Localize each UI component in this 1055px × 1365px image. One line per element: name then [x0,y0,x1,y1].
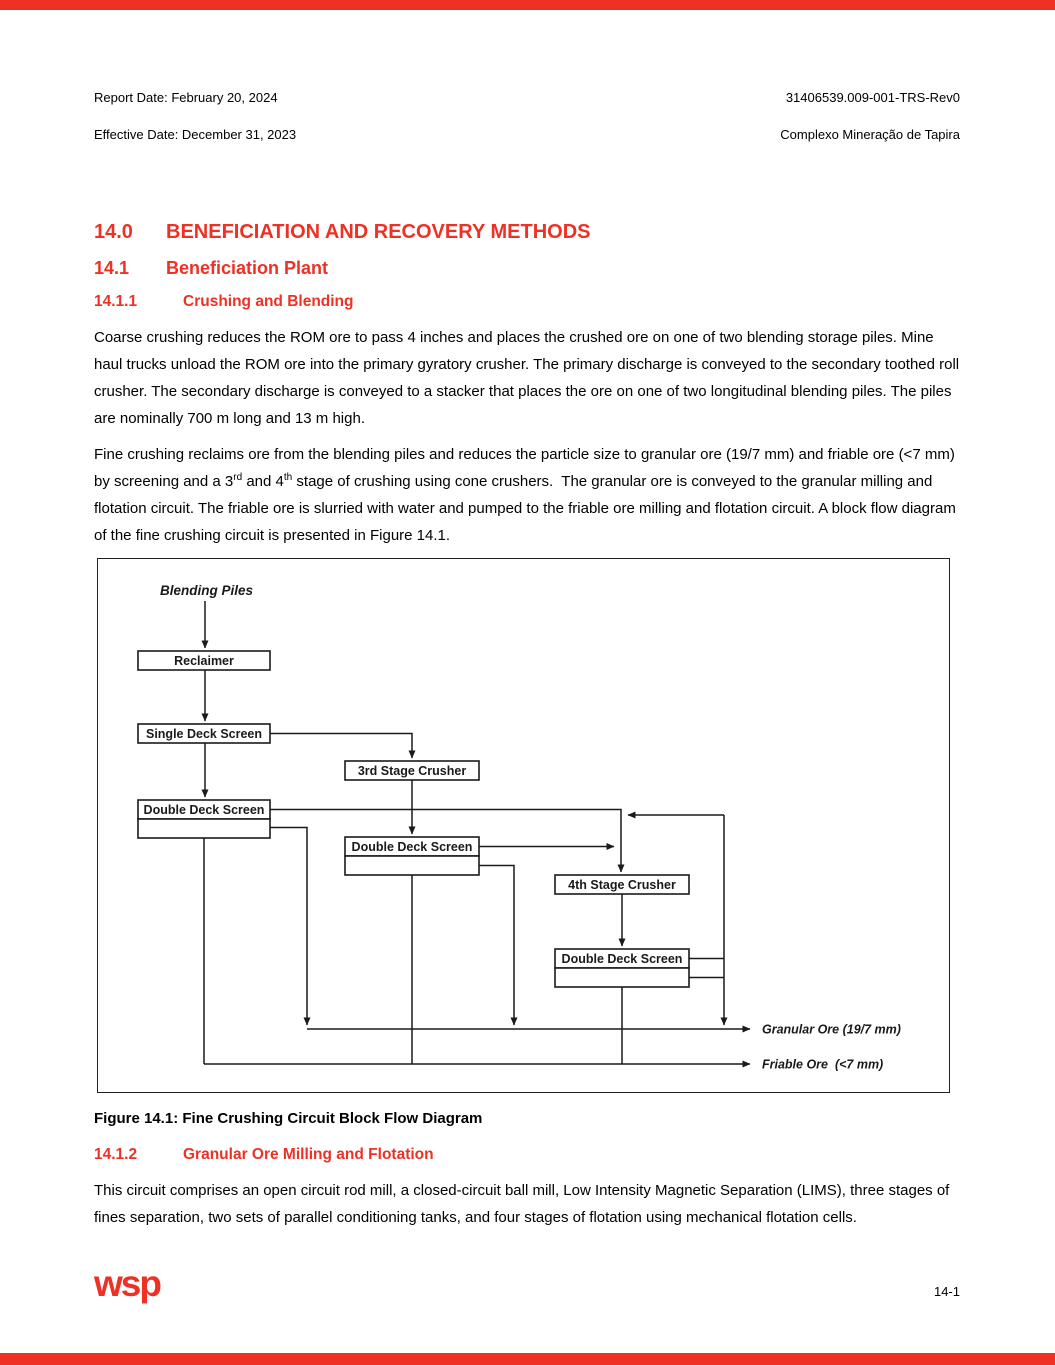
node-double-deck-screen-3: Double Deck Screen [554,948,690,988]
document-footer: wsp 14-1 [94,1263,960,1304]
superscript-rd: rd [233,472,243,483]
paragraph-granular-milling: This circuit comprises an open circuit r… [94,1182,954,1226]
header-row-1: Report Date: February 20, 2024 31406539.… [94,90,960,105]
section-number: 14.0 [94,221,133,243]
report-date: Report Date: February 20, 2024 [94,90,278,105]
section-number: 14.1 [94,258,130,278]
page-content: 14.0 BENEFICIATION AND RECOVERY METHODS 1… [94,220,960,1240]
superscript-th: th [283,472,293,483]
friable-ore-label: Friable Ore (<7 mm) [762,1058,883,1072]
flow-lines [201,601,751,1068]
double-deck-screen-2-lower-deck [344,855,480,876]
effective-date: Effective Date: December 31, 2023 [94,127,297,142]
section-number: 14.1.1 [94,293,138,310]
double-deck-screen-1-label: Double Deck Screen [144,803,265,817]
document-header: Report Date: February 20, 2024 31406539.… [94,90,960,164]
section-title: Granular Ore Milling and Flotation [183,1146,434,1163]
blending-piles-label: Blending Piles [160,583,254,598]
output-friable-ore: Friable Ore (<7 mm) [762,1058,883,1072]
node-3rd-stage-crusher: 3rd Stage Crusher [344,760,480,781]
4th-stage-crusher-box [554,874,690,895]
3rd-stage-crusher-label: 3rd Stage Crusher [358,764,467,778]
node-blending-piles: Blending Piles [160,583,254,598]
top-red-bar [0,0,1055,10]
double-deck-screen-3-lower-deck [554,967,690,988]
paragraph-text: Fine crushing reclaims ore from the blen… [94,446,959,490]
flow-single-deck-to-3rd-crusher [270,732,416,759]
section-title: Crushing and Blending [183,293,354,310]
paragraph-fine-crushing: Fine crushing reclaims ore from the blen… [94,441,960,549]
section-heading-14-1: 14.1 Beneficiation Plant [94,257,960,280]
wsp-logo: wsp [94,1263,162,1304]
document-number: 31406539.009-001-TRS-Rev0 [785,90,960,105]
section-heading-14-1-1: 14.1.1 Crushing and Blending [94,292,960,312]
single-deck-screen-label: Single Deck Screen [146,727,262,741]
flow-dds1-middeck-to-granular [270,826,311,1026]
section-title: BENEFICIATION AND RECOVERY METHODS [166,221,591,243]
header-row-2: Effective Date: December 31, 2023 Comple… [94,127,960,142]
node-reclaimer: Reclaimer [137,650,271,671]
node-double-deck-screen-1: Double Deck Screen [137,799,271,839]
flow-dds2-middeck-to-granular [479,864,518,1026]
node-4th-stage-crusher: 4th Stage Crusher [554,874,690,895]
node-double-deck-screen-2: Double Deck Screen [344,836,480,876]
4th-stage-crusher-label: 4th Stage Crusher [568,878,676,892]
double-deck-screen-2-label: Double Deck Screen [352,840,473,854]
reclaimer-label: Reclaimer [174,654,234,668]
project-name: Complexo Mineração de Tapira [780,127,960,142]
double-deck-screen-1-lower-deck [137,818,271,839]
single-deck-screen-box [137,723,271,744]
paragraph-text: stage of crushing using cone crushers. T… [94,473,960,544]
section-heading-14-1-2: 14.1.2 Granular Ore Milling and Flotation [94,1145,960,1165]
section-number: 14.1.2 [94,1146,138,1163]
output-granular-ore: Granular Ore (19/7 mm) [762,1023,901,1037]
3rd-stage-crusher-box [344,760,480,781]
section-heading-14-0: 14.0 BENEFICIATION AND RECOVERY METHODS [94,220,960,245]
flow-dds1-oversize-to-4th-crusher [270,808,625,873]
flow-diagram-canvas: Blending Piles Reclaimer Single Deck Scr… [137,583,901,1072]
paragraph-coarse-crushing: Coarse crushing reduces the ROM ore to p… [94,329,964,427]
reclaimer-box [137,650,271,671]
section-title: Beneficiation Plant [166,258,329,278]
node-single-deck-screen: Single Deck Screen [137,723,271,744]
bottom-red-bar [0,1353,1055,1365]
figure-caption: Figure 14.1: Fine Crushing Circuit Block… [94,1110,483,1127]
page-number: 14-1 [933,1284,960,1299]
paragraph-text: and 4 [242,473,284,490]
granular-ore-label: Granular Ore (19/7 mm) [762,1023,901,1037]
figure-14-1-block-flow-diagram: Blending Piles Reclaimer Single Deck Scr… [97,558,950,1093]
double-deck-screen-3-label: Double Deck Screen [562,952,683,966]
